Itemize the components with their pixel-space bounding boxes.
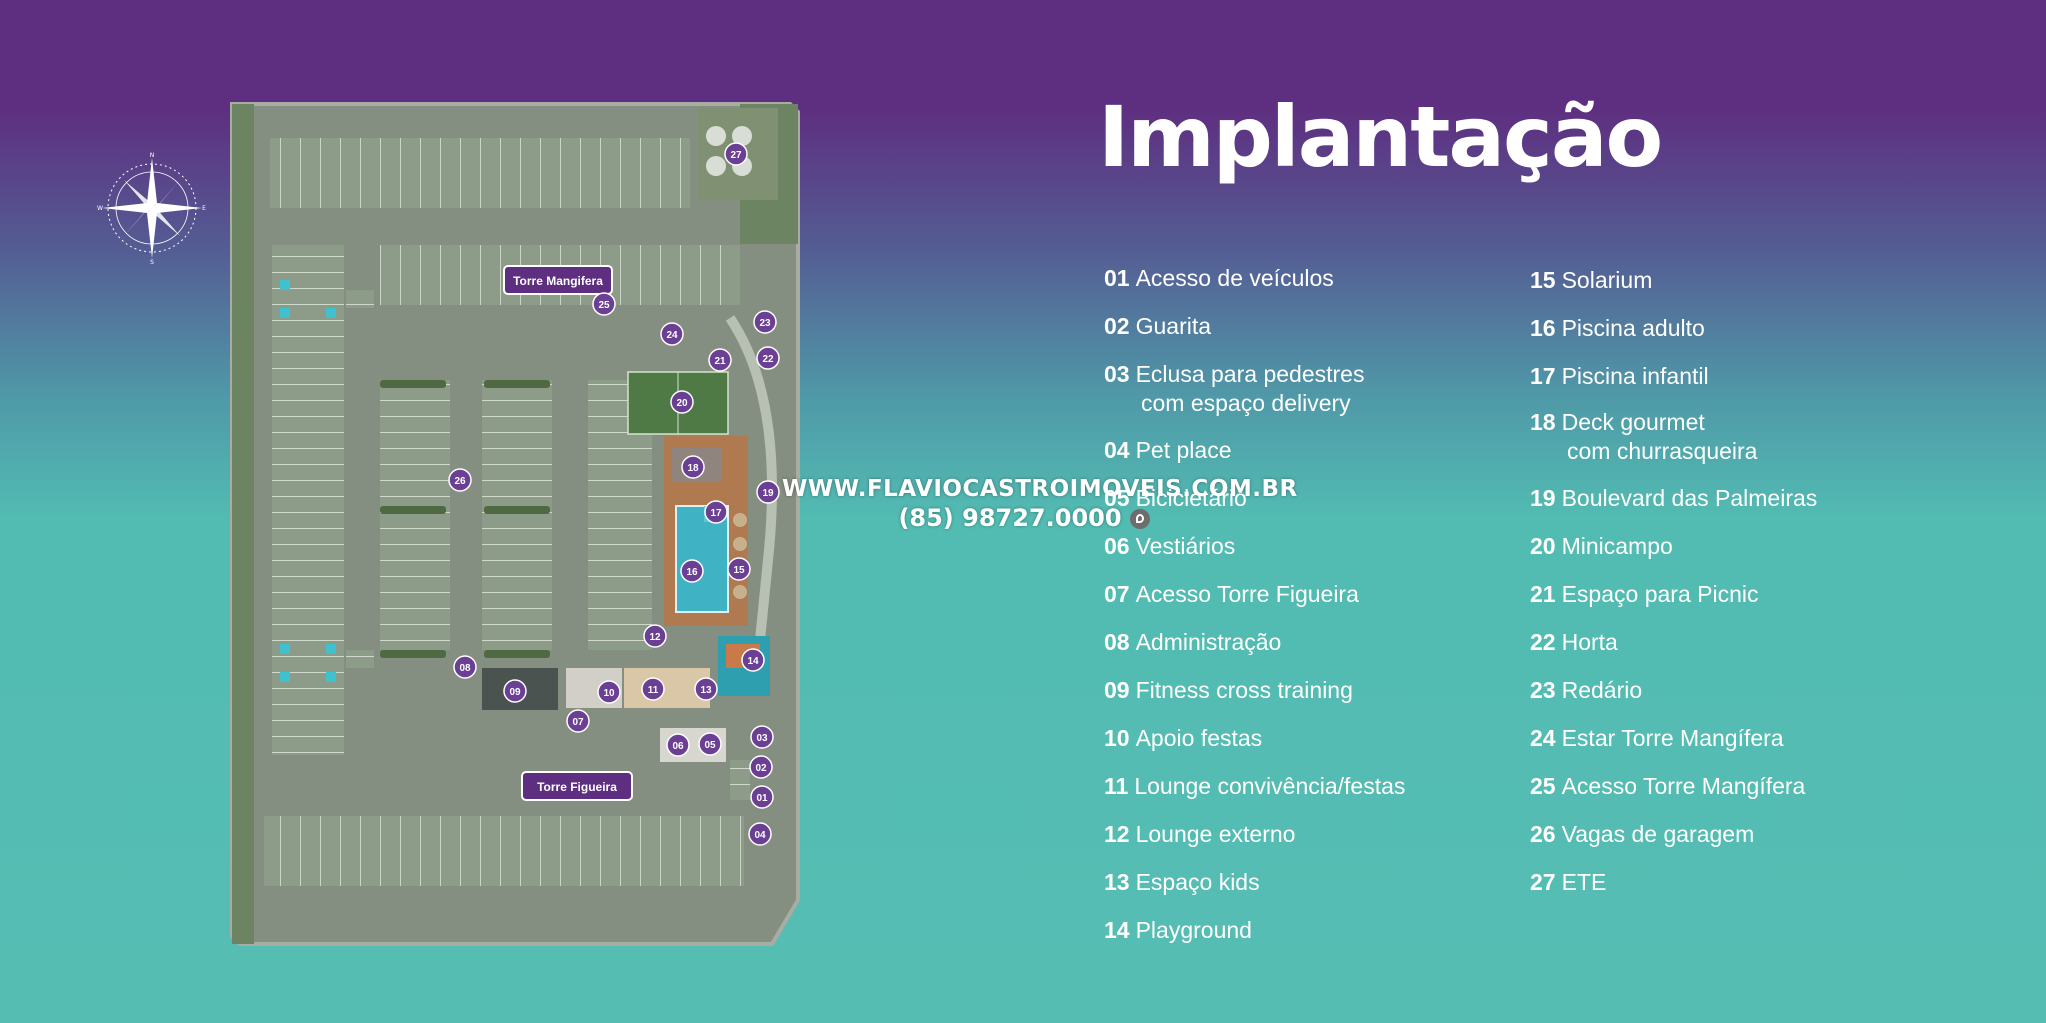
watermark-phone: (85) 98727.0000 [782, 504, 1266, 532]
svg-text:Torre Figueira: Torre Figueira [537, 780, 617, 794]
svg-text:23: 23 [759, 318, 771, 329]
map-marker-22: 22 [756, 346, 780, 370]
map-marker-09: 09 [503, 679, 527, 703]
compass-letter-n: N [150, 152, 155, 159]
svg-text:24: 24 [666, 330, 678, 341]
whatsapp-icon [1129, 509, 1150, 529]
svg-text:09: 09 [509, 687, 521, 698]
map-marker-16: 16 [680, 559, 704, 583]
svg-text:03: 03 [756, 733, 768, 744]
watermark: WWW.FLAVIOCASTROIMOVEIS.COM.BR (85) 9872… [782, 476, 1298, 532]
svg-text:17: 17 [710, 508, 722, 519]
map-marker-18: 18 [681, 455, 705, 479]
watermark-phone-number: (85) 98727.0000 [898, 504, 1122, 532]
svg-text:27: 27 [730, 150, 742, 161]
map-marker-25: 25 [592, 292, 616, 316]
map-marker-19: 19 [756, 480, 780, 504]
map-markers: 27 25 24 23 22 21 20 26 18 19 17 16 15 12 14 08 09 10 11 13… [448, 142, 780, 846]
svg-text:18: 18 [687, 463, 699, 474]
svg-text:02: 02 [755, 763, 767, 774]
compass-letter-e: E [202, 205, 206, 212]
svg-text:13: 13 [700, 685, 712, 696]
svg-text:08: 08 [459, 663, 471, 674]
svg-text:15: 15 [733, 565, 745, 576]
map-marker-05: 05 [698, 732, 722, 756]
compass-letter-w: W [97, 205, 103, 212]
map-marker-02: 02 [749, 755, 773, 779]
svg-text:19: 19 [762, 488, 774, 499]
svg-text:Torre Mangifera: Torre Mangifera [513, 274, 603, 288]
map-marker-08: 08 [453, 655, 477, 679]
map-marker-20: 20 [670, 390, 694, 414]
map-marker-13: 13 [694, 677, 718, 701]
svg-text:06: 06 [672, 741, 684, 752]
tower-label-figueira: Torre Figueira [521, 771, 633, 801]
map-marker-06: 06 [666, 733, 690, 757]
map-marker-07: 07 [566, 709, 590, 733]
map-marker-27: 27 [724, 142, 748, 166]
svg-text:20: 20 [676, 398, 688, 409]
svg-text:25: 25 [598, 300, 610, 311]
svg-text:14: 14 [747, 656, 759, 667]
svg-text:01: 01 [756, 793, 768, 804]
svg-text:10: 10 [603, 688, 615, 699]
map-marker-04: 04 [748, 822, 772, 846]
compass-rose-icon: N E S W [97, 152, 206, 264]
compass-letter-s: S [150, 259, 154, 264]
svg-text:07: 07 [572, 717, 584, 728]
svg-text:21: 21 [714, 356, 726, 367]
svg-text:11: 11 [648, 685, 659, 696]
svg-text:04: 04 [754, 830, 766, 841]
svg-text:22: 22 [762, 354, 774, 365]
map-marker-26: 26 [448, 468, 472, 492]
map-marker-03: 03 [750, 725, 774, 749]
svg-text:26: 26 [454, 476, 466, 487]
map-marker-01: 01 [750, 785, 774, 809]
map-marker-24: 24 [660, 322, 684, 346]
map-marker-10: 10 [597, 680, 621, 704]
watermark-site: WWW.FLAVIOCASTROIMOVEIS.COM.BR [782, 476, 1298, 502]
map-marker-14: 14 [741, 648, 765, 672]
map-marker-11: 11 [641, 677, 665, 701]
map-marker-17: 17 [704, 500, 728, 524]
map-marker-15: 15 [727, 557, 751, 581]
svg-text:12: 12 [649, 632, 661, 643]
map-marker-23: 23 [753, 310, 777, 334]
page-title: Implantação [1098, 88, 1663, 186]
svg-text:05: 05 [704, 740, 716, 751]
svg-text:16: 16 [686, 567, 698, 578]
tower-label-mangifera: Torre Mangifera [503, 265, 613, 295]
map-marker-12: 12 [643, 624, 667, 648]
map-marker-21: 21 [708, 348, 732, 372]
